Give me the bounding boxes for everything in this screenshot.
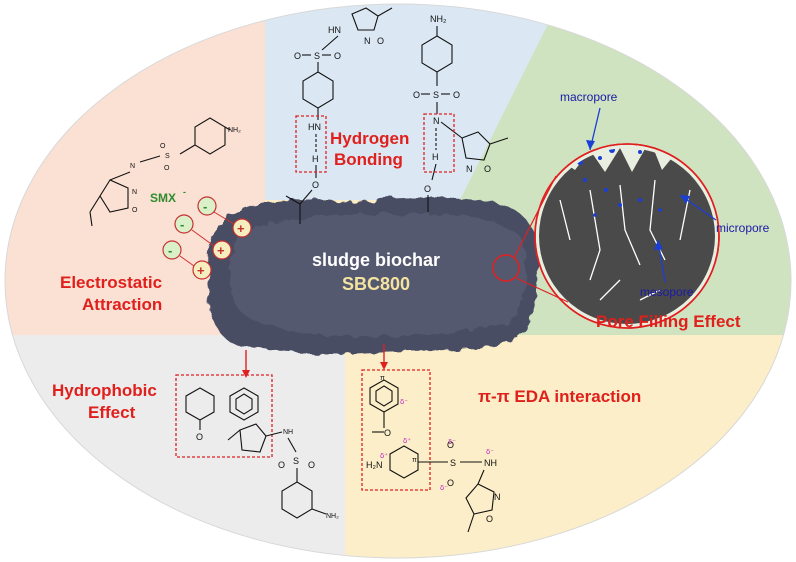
- svg-text:S: S: [293, 456, 299, 466]
- ion-pairs: - - - + + +: [162, 196, 252, 280]
- svg-text:O: O: [377, 36, 384, 46]
- svg-text:O: O: [160, 143, 166, 150]
- svg-text:HN: HN: [328, 25, 341, 35]
- svg-text:δ⁺: δ⁺: [403, 437, 411, 445]
- svg-text:NH: NH: [283, 429, 293, 436]
- outer-ellipse: [4, 3, 792, 559]
- svg-text:H: H: [312, 154, 319, 164]
- pore-filling-label: Pore Filling Effect: [596, 312, 741, 331]
- svg-text:S: S: [450, 458, 456, 468]
- smx-label: SMX: [150, 191, 176, 205]
- anion-ion: [162, 240, 182, 260]
- smx-molecule-right: NH₂ S O O N N O H O: [413, 14, 509, 212]
- svg-text:NH: NH: [484, 458, 497, 468]
- svg-text:δ⁻: δ⁻: [440, 484, 448, 492]
- svg-text:+: +: [197, 263, 205, 278]
- svg-text:O: O: [384, 428, 391, 438]
- svg-text:O: O: [196, 432, 203, 442]
- electrostatic-label-1: Electrostatic: [60, 273, 162, 292]
- svg-text:N: N: [132, 189, 137, 196]
- biochar-label: sludge biochar: [312, 250, 440, 270]
- smx-charge: -: [183, 187, 186, 197]
- svg-text:-: -: [168, 243, 172, 258]
- svg-text:O: O: [424, 184, 431, 194]
- electrostatic-label-2: Attraction: [82, 295, 162, 314]
- svg-text:+: +: [237, 221, 245, 236]
- svg-text:O: O: [453, 90, 460, 100]
- svg-text:O: O: [413, 90, 420, 100]
- pore-filling-group: macropore micropore mesopore Pore Fillin…: [492, 90, 770, 331]
- cation-ion: [192, 260, 212, 280]
- svg-text:N: N: [466, 164, 473, 174]
- svg-text:π: π: [380, 375, 385, 382]
- micropore-label: micropore: [716, 221, 770, 235]
- svg-text:S: S: [433, 90, 439, 100]
- svg-text:NH₂: NH₂: [430, 14, 447, 24]
- svg-text:N: N: [433, 116, 440, 126]
- anion-ion: [174, 214, 194, 234]
- hydrogen-bonding-label-1: Hydrogen: [330, 129, 409, 148]
- sludge-biochar-particle: sludge biochar SBC800: [207, 197, 539, 354]
- pi-pi-box: [361, 369, 431, 491]
- svg-text:H: H: [432, 152, 439, 162]
- svg-text:N: N: [364, 36, 371, 46]
- smx-molecule-left: N O HN S O O HN H O: [285, 7, 393, 224]
- cation-ion: [212, 240, 232, 260]
- svg-text:O: O: [132, 207, 138, 214]
- svg-text:δ⁺: δ⁺: [380, 452, 388, 460]
- svg-text:O: O: [486, 514, 493, 524]
- svg-text:S: S: [314, 51, 320, 61]
- svg-text:S: S: [165, 153, 170, 160]
- pi-pi-label: π-π EDA interaction: [478, 387, 641, 406]
- svg-text:δ⁻: δ⁻: [486, 448, 494, 456]
- pore-origin-circle: [492, 254, 520, 282]
- benzene-ring-a: O: [185, 387, 215, 442]
- svg-text:π: π: [412, 457, 417, 464]
- hydrogen-bonding-label-2: Bonding: [334, 150, 403, 169]
- svg-text:NH₂: NH₂: [228, 127, 241, 134]
- anion-ion: [197, 196, 217, 216]
- svg-text:δ⁻: δ⁻: [448, 438, 456, 446]
- macropore-label: macropore: [560, 90, 618, 104]
- pi-pi-group: π-π EDA interaction π δ⁻ O H₂N δ⁺ π δ⁺ S…: [361, 344, 641, 533]
- svg-text:O: O: [308, 460, 315, 470]
- svg-text:O: O: [334, 51, 341, 61]
- svg-text:O: O: [294, 51, 301, 61]
- hydrogen-bonding-group: Hydrogen Bonding N O HN S O O HN H O: [285, 7, 509, 224]
- svg-text:O: O: [278, 460, 285, 470]
- hydrophobic-box: [175, 374, 273, 458]
- aromatic-ring-bottom: H₂N δ⁺ π δ⁺ S δ⁻ O O δ⁻ NH δ⁻ N O: [366, 437, 501, 533]
- svg-text:N: N: [494, 492, 501, 502]
- svg-text:O: O: [164, 165, 170, 172]
- biochar-code: SBC800: [342, 274, 410, 294]
- svg-text:NH₂: NH₂: [326, 513, 339, 520]
- cation-ion: [232, 218, 252, 238]
- mesopore-label: mesopore: [640, 285, 694, 299]
- svg-text:O: O: [447, 440, 454, 450]
- svg-text:O: O: [447, 478, 454, 488]
- svg-text:O: O: [312, 180, 319, 190]
- quadrant-pi-pi: [345, 335, 791, 558]
- smx-molecule-anion: NH₂ S O O N N O: [89, 117, 241, 227]
- svg-text:δ⁻: δ⁻: [400, 398, 408, 406]
- aromatic-ring-top: π δ⁻ O: [369, 375, 408, 438]
- electrostatic-group: Electrostatic Attraction NH₂ S O O N N O…: [60, 117, 252, 314]
- svg-text:+: +: [217, 243, 225, 258]
- hydrophobic-label-2: Effect: [88, 403, 136, 422]
- svg-text:-: -: [180, 217, 184, 232]
- svg-text:HN: HN: [308, 122, 321, 132]
- benzene-ring-b: [229, 387, 259, 421]
- svg-text:N: N: [130, 163, 135, 170]
- pore-cross-section: [539, 148, 715, 324]
- svg-text:-: -: [203, 199, 207, 214]
- hydrophobic-label-1: Hydrophobic: [52, 381, 157, 400]
- quadrant-hydrophobic: [5, 335, 345, 558]
- svg-text:H₂N: H₂N: [366, 460, 383, 470]
- svg-text:O: O: [484, 164, 491, 174]
- hydrophobic-group: Hydrophobic Effect O NH S O O NH₂: [52, 350, 339, 520]
- smx-hydrophobic: NH S O O NH₂: [227, 423, 339, 520]
